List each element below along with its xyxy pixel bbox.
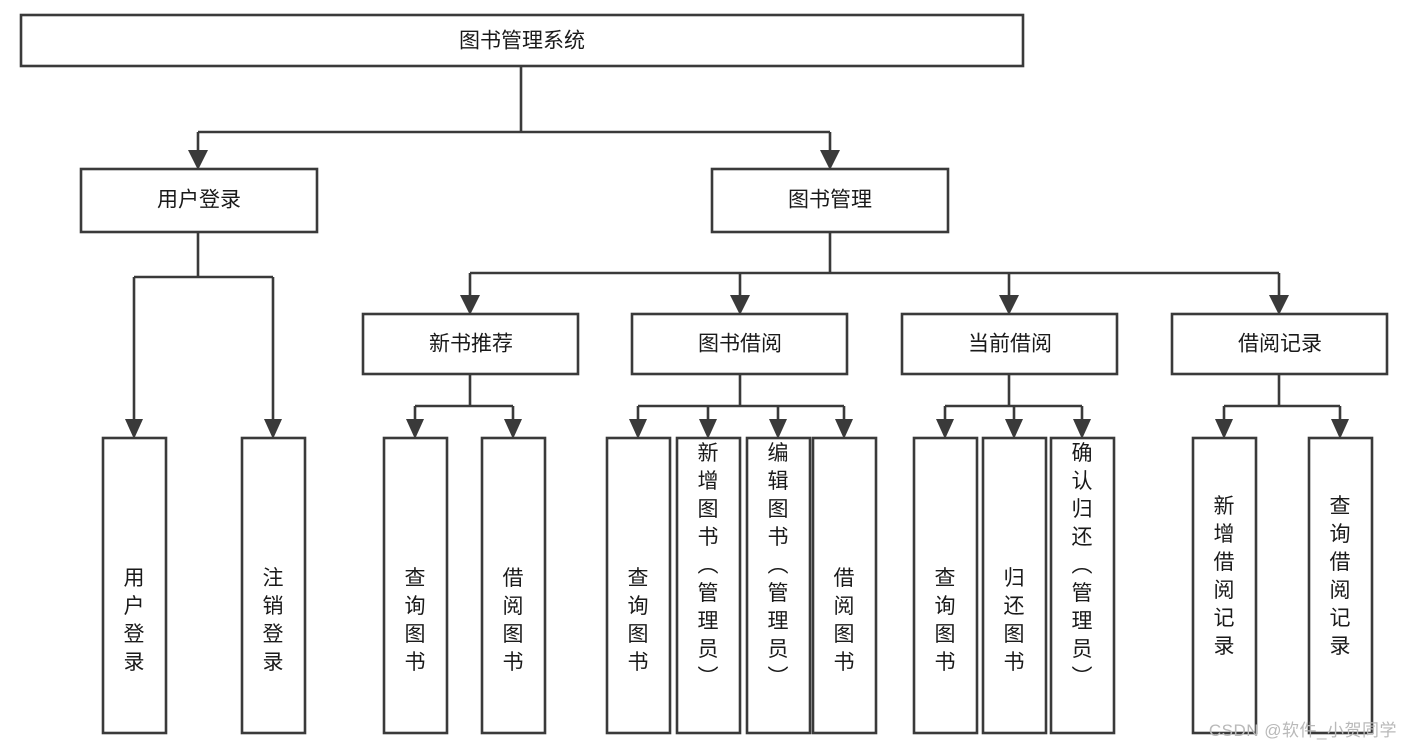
node-leaf-9-box[interactable]	[912, 436, 979, 735]
node-leaf-8-box[interactable]	[811, 436, 878, 735]
node-leaf-5-label: 查询图书	[628, 567, 649, 674]
connector-borrow-bus	[636, 374, 846, 421]
connector-root-bus	[196, 66, 832, 152]
node-records[interactable]: 借阅记录	[1170, 312, 1389, 376]
node-leaf-2[interactable]: 注销登录	[240, 436, 307, 735]
arrowhead-borrow	[730, 295, 750, 315]
node-current[interactable]: 当前借阅	[900, 312, 1119, 376]
node-leaf-1[interactable]: 用户登录	[101, 436, 168, 735]
leaf-layer: 用户登录 注销登录 查询图书 借阅图书 查询图书 新增图书︵管理员︶	[101, 436, 1374, 735]
arrowhead-layer	[125, 150, 1349, 439]
arrowhead-login	[188, 150, 208, 170]
node-root[interactable]: 图书管理系统	[19, 13, 1025, 68]
arrowhead-leaf-12	[1215, 419, 1233, 439]
node-leaf-12-box[interactable]	[1191, 436, 1258, 735]
node-leaf-1-box[interactable]	[101, 436, 168, 735]
node-root-box[interactable]	[19, 13, 1025, 68]
connector-login-bus	[132, 232, 275, 421]
node-leaf-12-label: 新增借阅记录	[1214, 495, 1235, 658]
csdn-watermark: CSDN @软件_小贺同学	[1208, 721, 1397, 740]
node-root-label: 图书管理系统	[459, 30, 585, 53]
node-leaf-2-box[interactable]	[240, 436, 307, 735]
node-newbook-label: 新书推荐	[429, 333, 513, 356]
node-leaf-6-box[interactable]	[675, 436, 742, 735]
arrowhead-leaf-7	[769, 419, 787, 439]
node-login[interactable]: 用户登录	[79, 167, 319, 234]
node-leaf-6[interactable]: 新增图书︵管理员︶	[675, 436, 742, 735]
node-borrow-box[interactable]	[630, 312, 849, 376]
arrowhead-leaf-1	[125, 419, 143, 439]
node-leaf-7-box[interactable]	[745, 436, 812, 735]
node-leaf-10-box[interactable]	[981, 436, 1048, 735]
node-current-box[interactable]	[900, 312, 1119, 376]
node-leaf-6-label: 新增图书︵管理员︶	[698, 442, 719, 689]
arrowhead-leaf-4	[504, 419, 522, 439]
node-leaf-2-label: 注销登录	[263, 567, 284, 674]
arrowhead-leaf-6	[699, 419, 717, 439]
node-leaf-1-label: 用户登录	[124, 567, 145, 674]
arrowhead-leaf-2	[264, 419, 282, 439]
node-leaf-7[interactable]: 编辑图书︵管理员︶	[745, 436, 812, 735]
node-bookmgmt-box[interactable]	[710, 167, 950, 234]
node-leaf-13[interactable]: 查询借阅记录	[1307, 436, 1374, 735]
node-leaf-8[interactable]: 借阅图书	[811, 436, 878, 735]
node-borrow[interactable]: 图书借阅	[630, 312, 849, 376]
node-leaf-10-label: 归还图书	[1004, 567, 1025, 674]
node-login-label: 用户登录	[157, 189, 241, 212]
node-bookmgmt[interactable]: 图书管理	[710, 167, 950, 234]
arrowhead-newbook	[460, 295, 480, 315]
node-records-label: 借阅记录	[1238, 333, 1322, 356]
connector-bookmgmt-bus	[468, 232, 1281, 297]
node-current-label: 当前借阅	[968, 333, 1052, 356]
node-bookmgmt-label: 图书管理	[788, 189, 872, 212]
arrowhead-leaf-10	[1005, 419, 1023, 439]
node-leaf-9[interactable]: 查询图书	[912, 436, 979, 735]
arrowhead-leaf-11	[1073, 419, 1091, 439]
node-leaf-13-label: 查询借阅记录	[1330, 495, 1351, 658]
connector-layer	[132, 66, 1342, 421]
node-leaf-4[interactable]: 借阅图书	[480, 436, 547, 735]
node-leaf-3-box[interactable]	[382, 436, 449, 735]
node-leaf-3[interactable]: 查询图书	[382, 436, 449, 735]
node-newbook-box[interactable]	[361, 312, 580, 376]
arrowhead-bookmgmt	[820, 150, 840, 170]
node-leaf-10[interactable]: 归还图书	[981, 436, 1048, 735]
connector-current-bus	[943, 374, 1084, 421]
node-leaf-4-label: 借阅图书	[503, 567, 524, 674]
node-leaf-5-box[interactable]	[605, 436, 672, 735]
arrowhead-records	[1269, 295, 1289, 315]
node-login-box[interactable]	[79, 167, 319, 234]
node-leaf-11-label: 确认归还︵管理员︶	[1072, 442, 1093, 689]
arrowhead-leaf-13	[1331, 419, 1349, 439]
node-records-box[interactable]	[1170, 312, 1389, 376]
node-leaf-8-label: 借阅图书	[834, 567, 855, 674]
connector-records-bus	[1222, 374, 1342, 421]
arrowhead-leaf-8	[835, 419, 853, 439]
node-leaf-11-box[interactable]	[1049, 436, 1116, 735]
node-leaf-7-label: 编辑图书︵管理员︶	[768, 442, 789, 689]
connector-newbook-bus	[413, 374, 515, 421]
node-leaf-12[interactable]: 新增借阅记录	[1191, 436, 1258, 735]
arrowhead-leaf-3	[406, 419, 424, 439]
node-borrow-label: 图书借阅	[698, 333, 782, 356]
arrowhead-leaf-9	[936, 419, 954, 439]
node-leaf-3-label: 查询图书	[405, 567, 426, 674]
node-leaf-5[interactable]: 查询图书	[605, 436, 672, 735]
node-leaf-13-box[interactable]	[1307, 436, 1374, 735]
node-leaf-9-label: 查询图书	[935, 567, 956, 674]
node-leaf-4-box[interactable]	[480, 436, 547, 735]
node-newbook[interactable]: 新书推荐	[361, 312, 580, 376]
node-leaf-11[interactable]: 确认归还︵管理员︶	[1049, 436, 1116, 735]
arrowhead-current	[999, 295, 1019, 315]
arrowhead-leaf-5	[629, 419, 647, 439]
